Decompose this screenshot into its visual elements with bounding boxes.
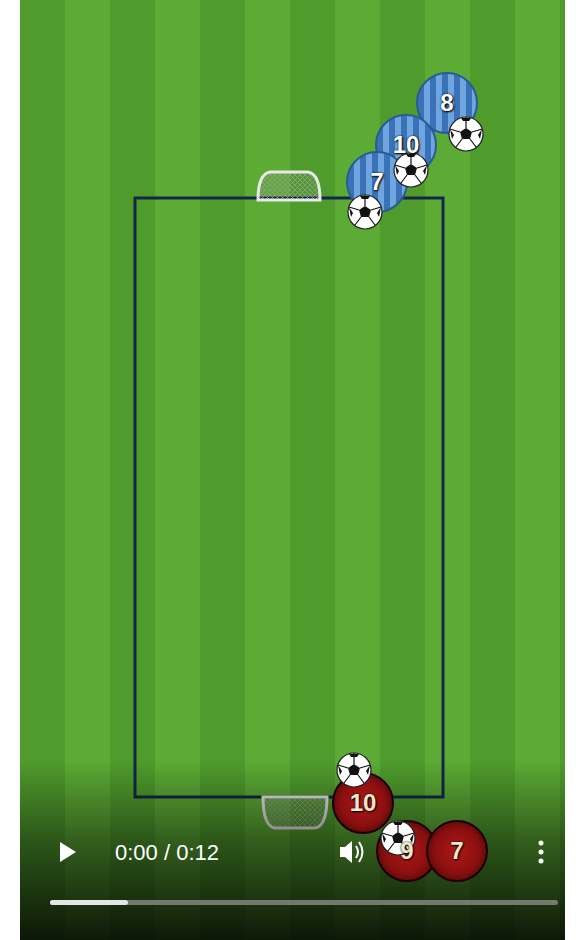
menu-icon (539, 841, 544, 864)
player-disc: 7 (346, 151, 408, 213)
ball (394, 153, 428, 187)
player-number: 10 (350, 791, 377, 815)
play-icon (60, 842, 76, 862)
video-shade (20, 760, 565, 940)
player-disc: 7 (426, 820, 488, 882)
player-number: 9 (400, 839, 413, 863)
player-number: 10 (393, 133, 420, 157)
ball (337, 753, 371, 787)
player-disc: 10 (332, 772, 394, 834)
player-number: 7 (370, 170, 383, 194)
progress-fill (50, 900, 128, 905)
ball (348, 195, 382, 229)
player-number: 7 (450, 839, 463, 863)
player-number: 8 (440, 91, 453, 115)
area-outline (135, 198, 443, 797)
video-time: 0:00 / 0:12 (115, 840, 219, 866)
ball (381, 821, 415, 855)
ball (449, 117, 483, 151)
goal (258, 172, 320, 200)
volume-icon (340, 841, 363, 863)
progress-track (50, 900, 558, 905)
